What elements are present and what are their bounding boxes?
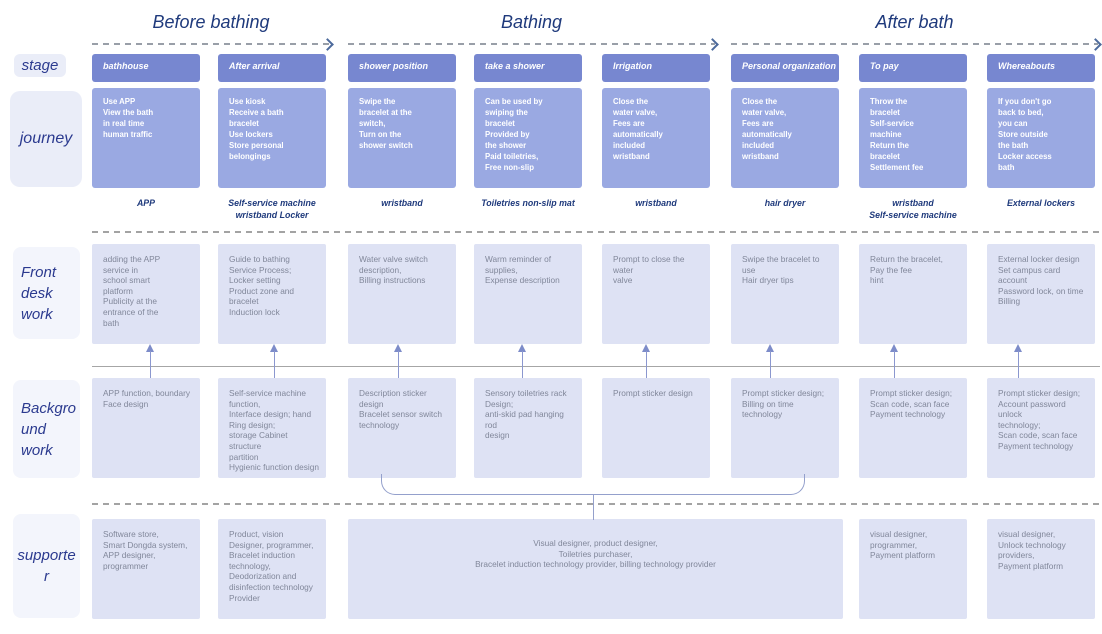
stage-cell: shower position	[348, 54, 456, 82]
front-desk-cell: Warm reminder of supplies, Expense descr…	[474, 244, 582, 344]
touchpoint-label: wristband Self-service machine	[869, 198, 957, 220]
bracket-connector	[381, 474, 805, 495]
front-desk-cell: Swipe the bracelet to use Hair dryer tip…	[731, 244, 839, 344]
journey-column: Personal organization Close the water va…	[731, 0, 839, 634]
supporter-cell: visual designer, programmer, Payment pla…	[859, 519, 967, 619]
stage-cell: take a shower	[474, 54, 582, 82]
row-label-front-desk-work: Front desk work	[13, 247, 80, 339]
journey-cell: Can be used by swiping the bracelet Prov…	[474, 88, 582, 188]
journey-cell: Throw the bracelet Self-service machine …	[859, 88, 967, 188]
journey-column: After arrival Use kiosk Receive a bath b…	[218, 0, 326, 634]
touchpoint-label: APP	[136, 198, 156, 208]
touchpoint-label: Self-service machine wristband Locker	[228, 198, 316, 220]
journey-column: Whereabouts If you don't go back to bed,…	[987, 0, 1095, 634]
background-cell: Prompt sticker design	[602, 378, 710, 478]
touchpoint-label: hair dryer	[764, 198, 806, 208]
background-cell: APP function, boundary Face design	[92, 378, 200, 478]
row-label-supporter: supporte r	[13, 514, 80, 618]
phase-title-bathing: Bathing	[500, 12, 563, 32]
touchpoint-label: wristband	[635, 198, 677, 208]
background-cell: Prompt sticker design; Billing on time t…	[731, 378, 839, 478]
dashed-separator-bottom	[92, 503, 1100, 505]
front-desk-cell: Prompt to close the water valve	[602, 244, 710, 344]
front-desk-cell: Guide to bathing Service Process; Locker…	[218, 244, 326, 344]
phase-arrow-after-bath	[731, 38, 1102, 51]
bracket-drop-line	[593, 495, 594, 520]
journey-cell: If you don't go back to bed, you can Sto…	[987, 88, 1095, 188]
connector-up-arrow-icon	[146, 344, 155, 378]
phase-arrow-bathing	[348, 38, 719, 51]
background-cell: Self-service machine function, Interface…	[218, 378, 326, 478]
journey-cell: Close the water valve, Fees are automati…	[602, 88, 710, 188]
stage-cell: Personal organization	[731, 54, 839, 82]
front-desk-cell: adding the APP service in school smart p…	[92, 244, 200, 344]
journey-cell: Swipe the bracelet at the switch, Turn o…	[348, 88, 456, 188]
journey-column: To pay Throw the bracelet Self-service m…	[859, 0, 967, 634]
stage-cell: Whereabouts	[987, 54, 1095, 82]
front-desk-cell: Return the bracelet, Pay the fee hint	[859, 244, 967, 344]
journey-cell: Close the water valve, Fees are automati…	[731, 88, 839, 188]
stage-cell: Irrigation	[602, 54, 710, 82]
journey-column: Irrigation Close the water valve, Fees a…	[602, 0, 710, 634]
front-desk-cell: External locker design Set campus card a…	[987, 244, 1095, 344]
shared-supporter-cell: Visual designer, product designer, Toile…	[348, 519, 843, 619]
stage-cell: bathhouse	[92, 54, 200, 82]
row-label-background-work: Backgro und work	[13, 380, 80, 478]
row-separator-line	[92, 366, 1100, 367]
journey-column: shower position Swipe the bracelet at th…	[348, 0, 456, 634]
stage-cell: To pay	[859, 54, 967, 82]
journey-cell: Use kiosk Receive a bath bracelet Use lo…	[218, 88, 326, 188]
phase-title-before-bathing: Before bathing	[152, 12, 270, 32]
dashed-separator-top	[92, 231, 1100, 233]
touchpoint-label: External lockers	[1007, 198, 1075, 208]
connector-up-arrow-icon	[1014, 344, 1023, 378]
phase-title-after-bath: After bath	[875, 12, 954, 32]
background-cell: Description sticker design Bracelet sens…	[348, 378, 456, 478]
connector-up-arrow-icon	[890, 344, 899, 378]
supporter-cell: Product, vision Designer, programmer, Br…	[218, 519, 326, 619]
stage-cell: After arrival	[218, 54, 326, 82]
journey-column: bathhouse Use APP View the bath in real …	[92, 0, 200, 634]
row-label-journey: journey	[10, 91, 82, 187]
background-cell: Prompt sticker design; Account password …	[987, 378, 1095, 478]
touchpoint-label: Toiletries non-slip mat	[481, 198, 575, 208]
connector-up-arrow-icon	[766, 344, 775, 378]
background-cell: Prompt sticker design; Scan code, scan f…	[859, 378, 967, 478]
journey-column: take a shower Can be used by swiping the…	[474, 0, 582, 634]
connector-up-arrow-icon	[642, 344, 651, 378]
phase-arrow-before-bathing	[92, 38, 334, 51]
supporter-cell: visual designer, Unlock technology provi…	[987, 519, 1095, 619]
connector-up-arrow-icon	[518, 344, 527, 378]
touchpoint-label: wristband	[381, 198, 423, 208]
connector-up-arrow-icon	[270, 344, 279, 378]
background-cell: Sensory toiletries rack Design; anti-ski…	[474, 378, 582, 478]
supporter-cell: Software store, Smart Dongda system, APP…	[92, 519, 200, 619]
journey-cell: Use APP View the bath in real time human…	[92, 88, 200, 188]
front-desk-cell: Water valve switch description, Billing …	[348, 244, 456, 344]
connector-up-arrow-icon	[394, 344, 403, 378]
row-label-stage: stage	[14, 54, 66, 77]
